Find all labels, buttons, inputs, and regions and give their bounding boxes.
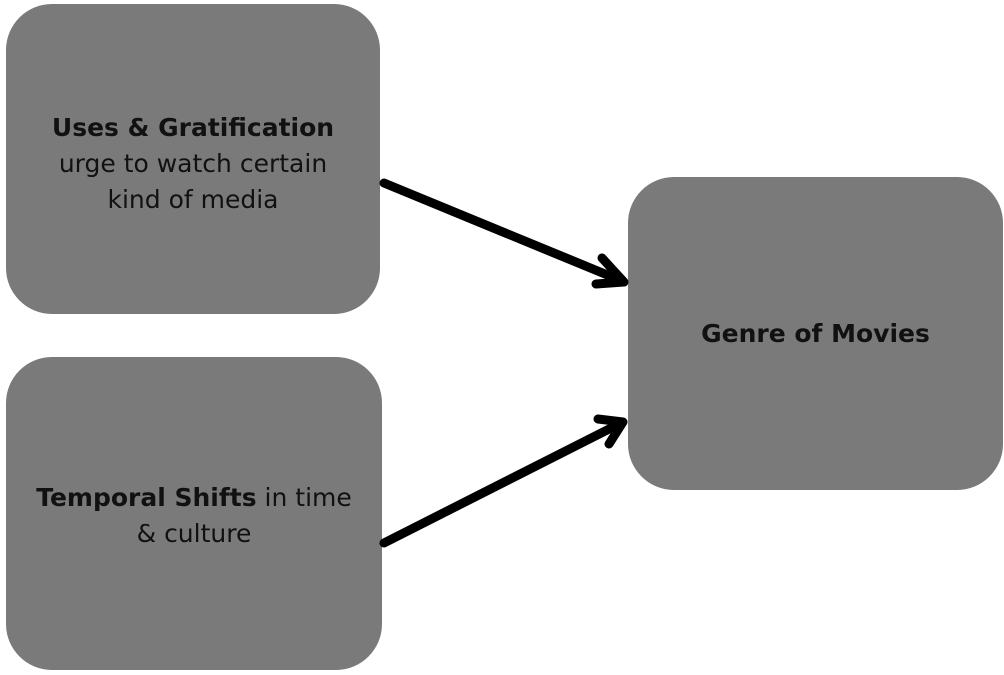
- uses-gratification-line-3: kind of media: [107, 185, 279, 214]
- arrow-uses-to-genre: [379, 178, 629, 289]
- genre-of-movies-title: Genre of Movies: [701, 318, 930, 348]
- temporal-shifts-rest: in time: [256, 483, 352, 512]
- genre-of-movies-line: Genre of Movies: [701, 316, 930, 352]
- uses-gratification-title: Uses & Gratification: [51, 113, 335, 142]
- genre-of-movies-node: Genre of Movies: [628, 177, 1003, 490]
- uses-gratification-line-1: Uses & Gratification: [52, 110, 334, 146]
- uses-gratification-line-2: urge to watch certain: [58, 149, 328, 178]
- uses-gratification-node: Uses & Gratification urge to watch certa…: [6, 4, 380, 314]
- temporal-shifts-node: Temporal Shifts in time & culture: [6, 357, 382, 670]
- temporal-shifts-line-1: Temporal Shifts in time: [36, 480, 352, 516]
- arrow-temporal-to-genre: [379, 414, 628, 548]
- temporal-shifts-line-2: & culture: [136, 519, 252, 548]
- temporal-shifts-title: Temporal Shifts: [36, 483, 257, 512]
